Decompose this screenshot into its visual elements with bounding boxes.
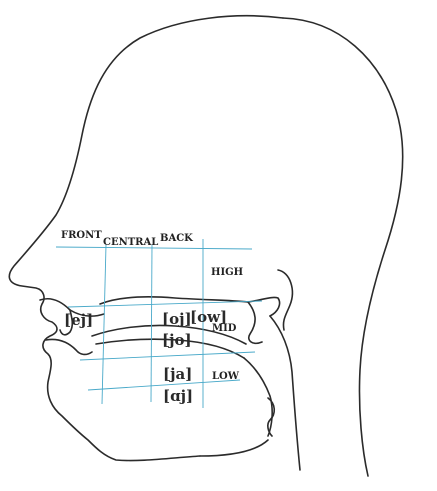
larynx <box>267 397 276 437</box>
neck-front <box>199 439 269 457</box>
label-front: FRONT <box>61 230 102 241</box>
label-back: BACK <box>160 233 193 244</box>
tongue-surface <box>91 324 247 345</box>
vowel-grid <box>55 239 263 408</box>
epiglottis <box>243 357 273 437</box>
pharynx-wall <box>269 315 301 471</box>
label-low: LOW <box>212 371 240 382</box>
label-high: HIGH <box>211 267 243 278</box>
vocal-tract <box>39 296 301 471</box>
sound-ej: [ej] <box>64 311 93 329</box>
sound-ow: [ow] <box>190 308 227 326</box>
head-outline <box>8 14 404 477</box>
label-mid: MID <box>212 323 237 334</box>
face-profile <box>8 14 284 462</box>
grid-line-mid-low <box>79 351 256 361</box>
grid-line-front <box>101 244 107 405</box>
grid-line-central <box>150 244 153 403</box>
grid-line-high-mid <box>67 300 263 308</box>
soft-palate-uvula <box>247 301 263 345</box>
sound-jo: [jo] <box>162 331 192 349</box>
sound-oj: [oj] <box>162 310 192 328</box>
lower-lip <box>45 338 93 356</box>
upper-teeth <box>59 309 74 336</box>
sound-aj: [ɑj] <box>163 387 193 405</box>
label-central: CENTRAL <box>103 237 158 248</box>
ear <box>277 269 294 331</box>
grid-line-top <box>55 246 253 250</box>
tongue-body <box>95 338 245 359</box>
sound-ja: [ja] <box>163 365 192 383</box>
back-of-head <box>282 17 404 477</box>
grid-line-bottom <box>87 379 241 391</box>
